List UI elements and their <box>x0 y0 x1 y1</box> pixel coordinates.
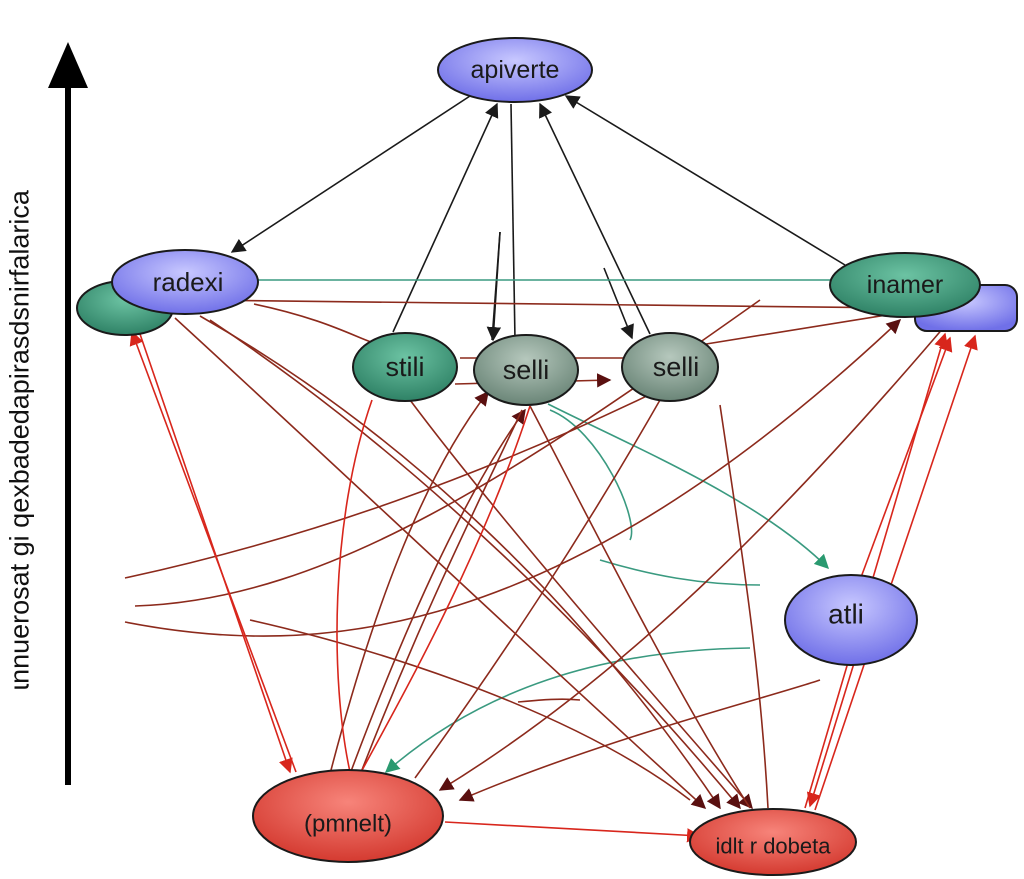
node-top[interactable]: apiverte <box>437 37 593 103</box>
edge <box>529 405 751 809</box>
edge <box>438 319 951 791</box>
edge <box>359 409 523 776</box>
edge <box>539 102 651 335</box>
edge <box>336 399 373 773</box>
edge <box>384 647 751 773</box>
edge <box>249 619 691 801</box>
vertical-axis <box>48 42 88 785</box>
node-bottom-right[interactable]: idlt r dobeta <box>689 808 857 876</box>
edge <box>517 698 581 703</box>
edge <box>253 303 381 346</box>
edge <box>124 369 701 579</box>
edge <box>189 299 906 309</box>
node-bottom-left-label: (pmnelt) <box>304 811 392 838</box>
edge <box>547 403 830 570</box>
edges-red <box>129 330 978 843</box>
edge <box>719 404 769 809</box>
edge <box>414 399 661 779</box>
edge <box>814 334 978 811</box>
node-mid-3[interactable]: selli <box>621 332 719 402</box>
edge <box>209 319 741 810</box>
edge <box>510 103 516 341</box>
node-top-label: apiverte <box>471 56 560 84</box>
node-right-low-label: atli <box>828 599 864 630</box>
edge <box>329 390 489 775</box>
edge <box>444 821 702 843</box>
node-right-low[interactable]: atli <box>784 574 918 666</box>
node-right-label: inamer <box>867 271 943 299</box>
edges-teal <box>257 279 836 773</box>
node-mid-2[interactable]: selli <box>473 334 579 406</box>
edge <box>486 231 502 342</box>
node-bottom-right-label: idlt r dobeta <box>716 834 832 859</box>
edge <box>349 408 526 775</box>
node-bottom-left[interactable]: (pmnelt) <box>252 769 444 863</box>
edge <box>174 317 707 809</box>
node-right[interactable]: inamer <box>829 252 981 318</box>
node-mid-3-label: selli <box>653 352 700 382</box>
edge <box>806 659 856 808</box>
edge <box>859 336 953 581</box>
edge <box>549 409 633 541</box>
axis-label: ɩnnuerosat ɡi qexbadedapirasdsnirfalaric… <box>4 190 35 690</box>
edge <box>124 319 902 637</box>
node-left[interactable]: radexi <box>111 249 259 315</box>
edges-dark <box>230 95 846 342</box>
edge <box>230 95 471 253</box>
edges-brown <box>124 299 951 810</box>
edge <box>139 333 293 774</box>
node-mid-2-label: selli <box>503 355 550 385</box>
edge <box>359 405 531 775</box>
edge <box>603 267 634 340</box>
node-mid-1[interactable]: stili <box>352 332 458 402</box>
node-mid-1-label: stili <box>386 352 425 382</box>
edge <box>392 102 499 333</box>
edge <box>599 559 761 586</box>
edge <box>409 399 753 810</box>
edge <box>199 315 721 810</box>
edge <box>564 95 846 266</box>
edge <box>699 311 906 346</box>
node-left-label: radexi <box>153 267 224 297</box>
edge <box>458 679 821 802</box>
